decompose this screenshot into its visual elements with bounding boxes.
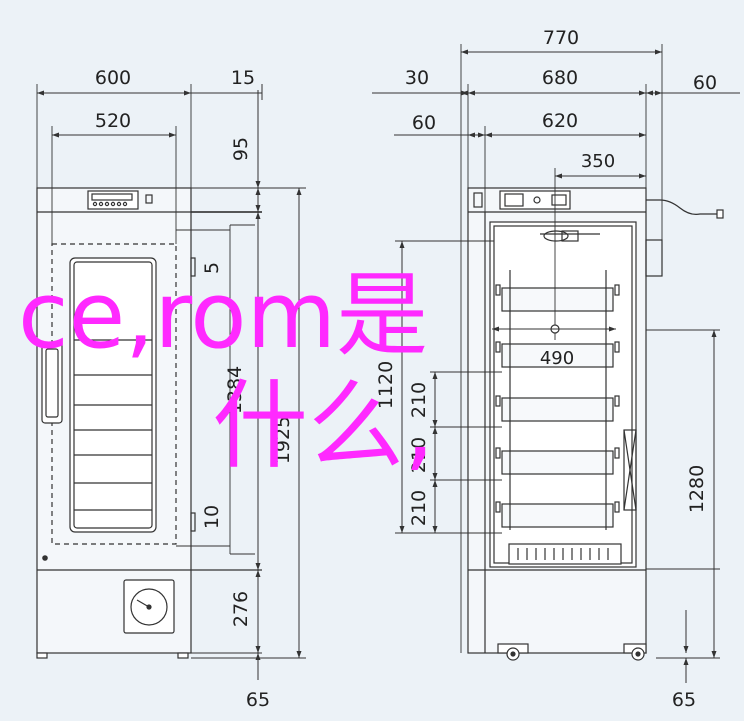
probe: [540, 230, 600, 242]
dim-210-3: 210: [408, 490, 430, 526]
dim-60-door: 60: [412, 112, 436, 134]
dim-600: 600: [95, 67, 131, 89]
door-window: [69, 257, 157, 533]
dim-15: 15: [231, 67, 255, 89]
dim-65-left: 65: [246, 689, 270, 711]
dim-10: 10: [201, 505, 223, 529]
dim-490: 490: [540, 348, 574, 369]
dim-210-1: 210: [408, 382, 430, 418]
left-window-shelves: [74, 339, 152, 511]
side-vent: [623, 429, 637, 511]
right-dimension-text: 770 30 680 60 60 620 350 490 1120 210 21…: [375, 27, 717, 711]
dim-520: 520: [95, 110, 131, 132]
dim-620: 620: [542, 110, 578, 132]
power-cable: [646, 199, 718, 215]
door-handle: [41, 342, 63, 424]
left-dimension-text: 600 15 520 95 5 1384 10 1925 276 65: [95, 67, 294, 711]
dim-680: 680: [542, 67, 578, 89]
dim-95: 95: [230, 137, 252, 161]
casters: [497, 643, 647, 661]
right-shelves: [501, 287, 614, 528]
right-dimension-lines: [372, 49, 740, 683]
right-side-view: [395, 44, 724, 661]
dim-1280: 1280: [686, 465, 708, 513]
dim-210-2: 210: [408, 437, 430, 473]
dim-60-right: 60: [693, 72, 717, 94]
dim-350: 350: [581, 151, 615, 172]
left-front-view: [36, 84, 306, 659]
left-dimension-lines: [37, 84, 302, 680]
dim-770: 770: [543, 27, 579, 49]
dim-65-right: 65: [672, 689, 696, 711]
shelf-supports: [495, 270, 620, 530]
fan-grille: [508, 543, 622, 565]
dim-1120: 1120: [375, 361, 397, 409]
dim-1384: 1384: [224, 366, 246, 414]
dim-1925: 1925: [272, 416, 294, 464]
dim-5: 5: [201, 262, 223, 274]
panel-buttons: [92, 201, 128, 207]
dim-276: 276: [230, 591, 252, 627]
dim-30: 30: [405, 67, 429, 89]
